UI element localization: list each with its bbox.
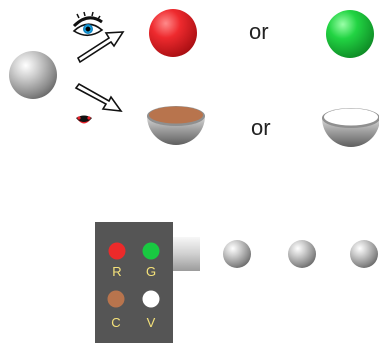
green-ball [326,10,374,58]
button-label-r: R [112,264,121,279]
bowl-white-filling [322,108,379,147]
button-white[interactable] [142,290,160,308]
silver-ball-3 [350,240,378,268]
button-brown[interactable] [107,290,125,308]
mouth-icon [76,115,92,124]
bowl-brown-filling [147,106,205,145]
silver-ball-2 [288,240,316,268]
button-label-c: C [111,315,120,330]
or-text-top: or [249,19,269,44]
eye-icon [72,11,104,37]
silver-ball-1 [223,240,251,268]
arrow-to-colors [76,31,125,64]
arrow-to-fillings [74,82,123,112]
button-label-v: V [147,315,156,330]
or-text-bottom: or [251,115,271,140]
button-green[interactable] [142,242,160,260]
output-tube [173,237,200,271]
machine-panel [95,222,173,343]
silver-sphere-large [9,51,57,99]
button-red[interactable] [108,242,126,260]
red-ball [149,9,197,57]
button-label-g: G [146,264,156,279]
